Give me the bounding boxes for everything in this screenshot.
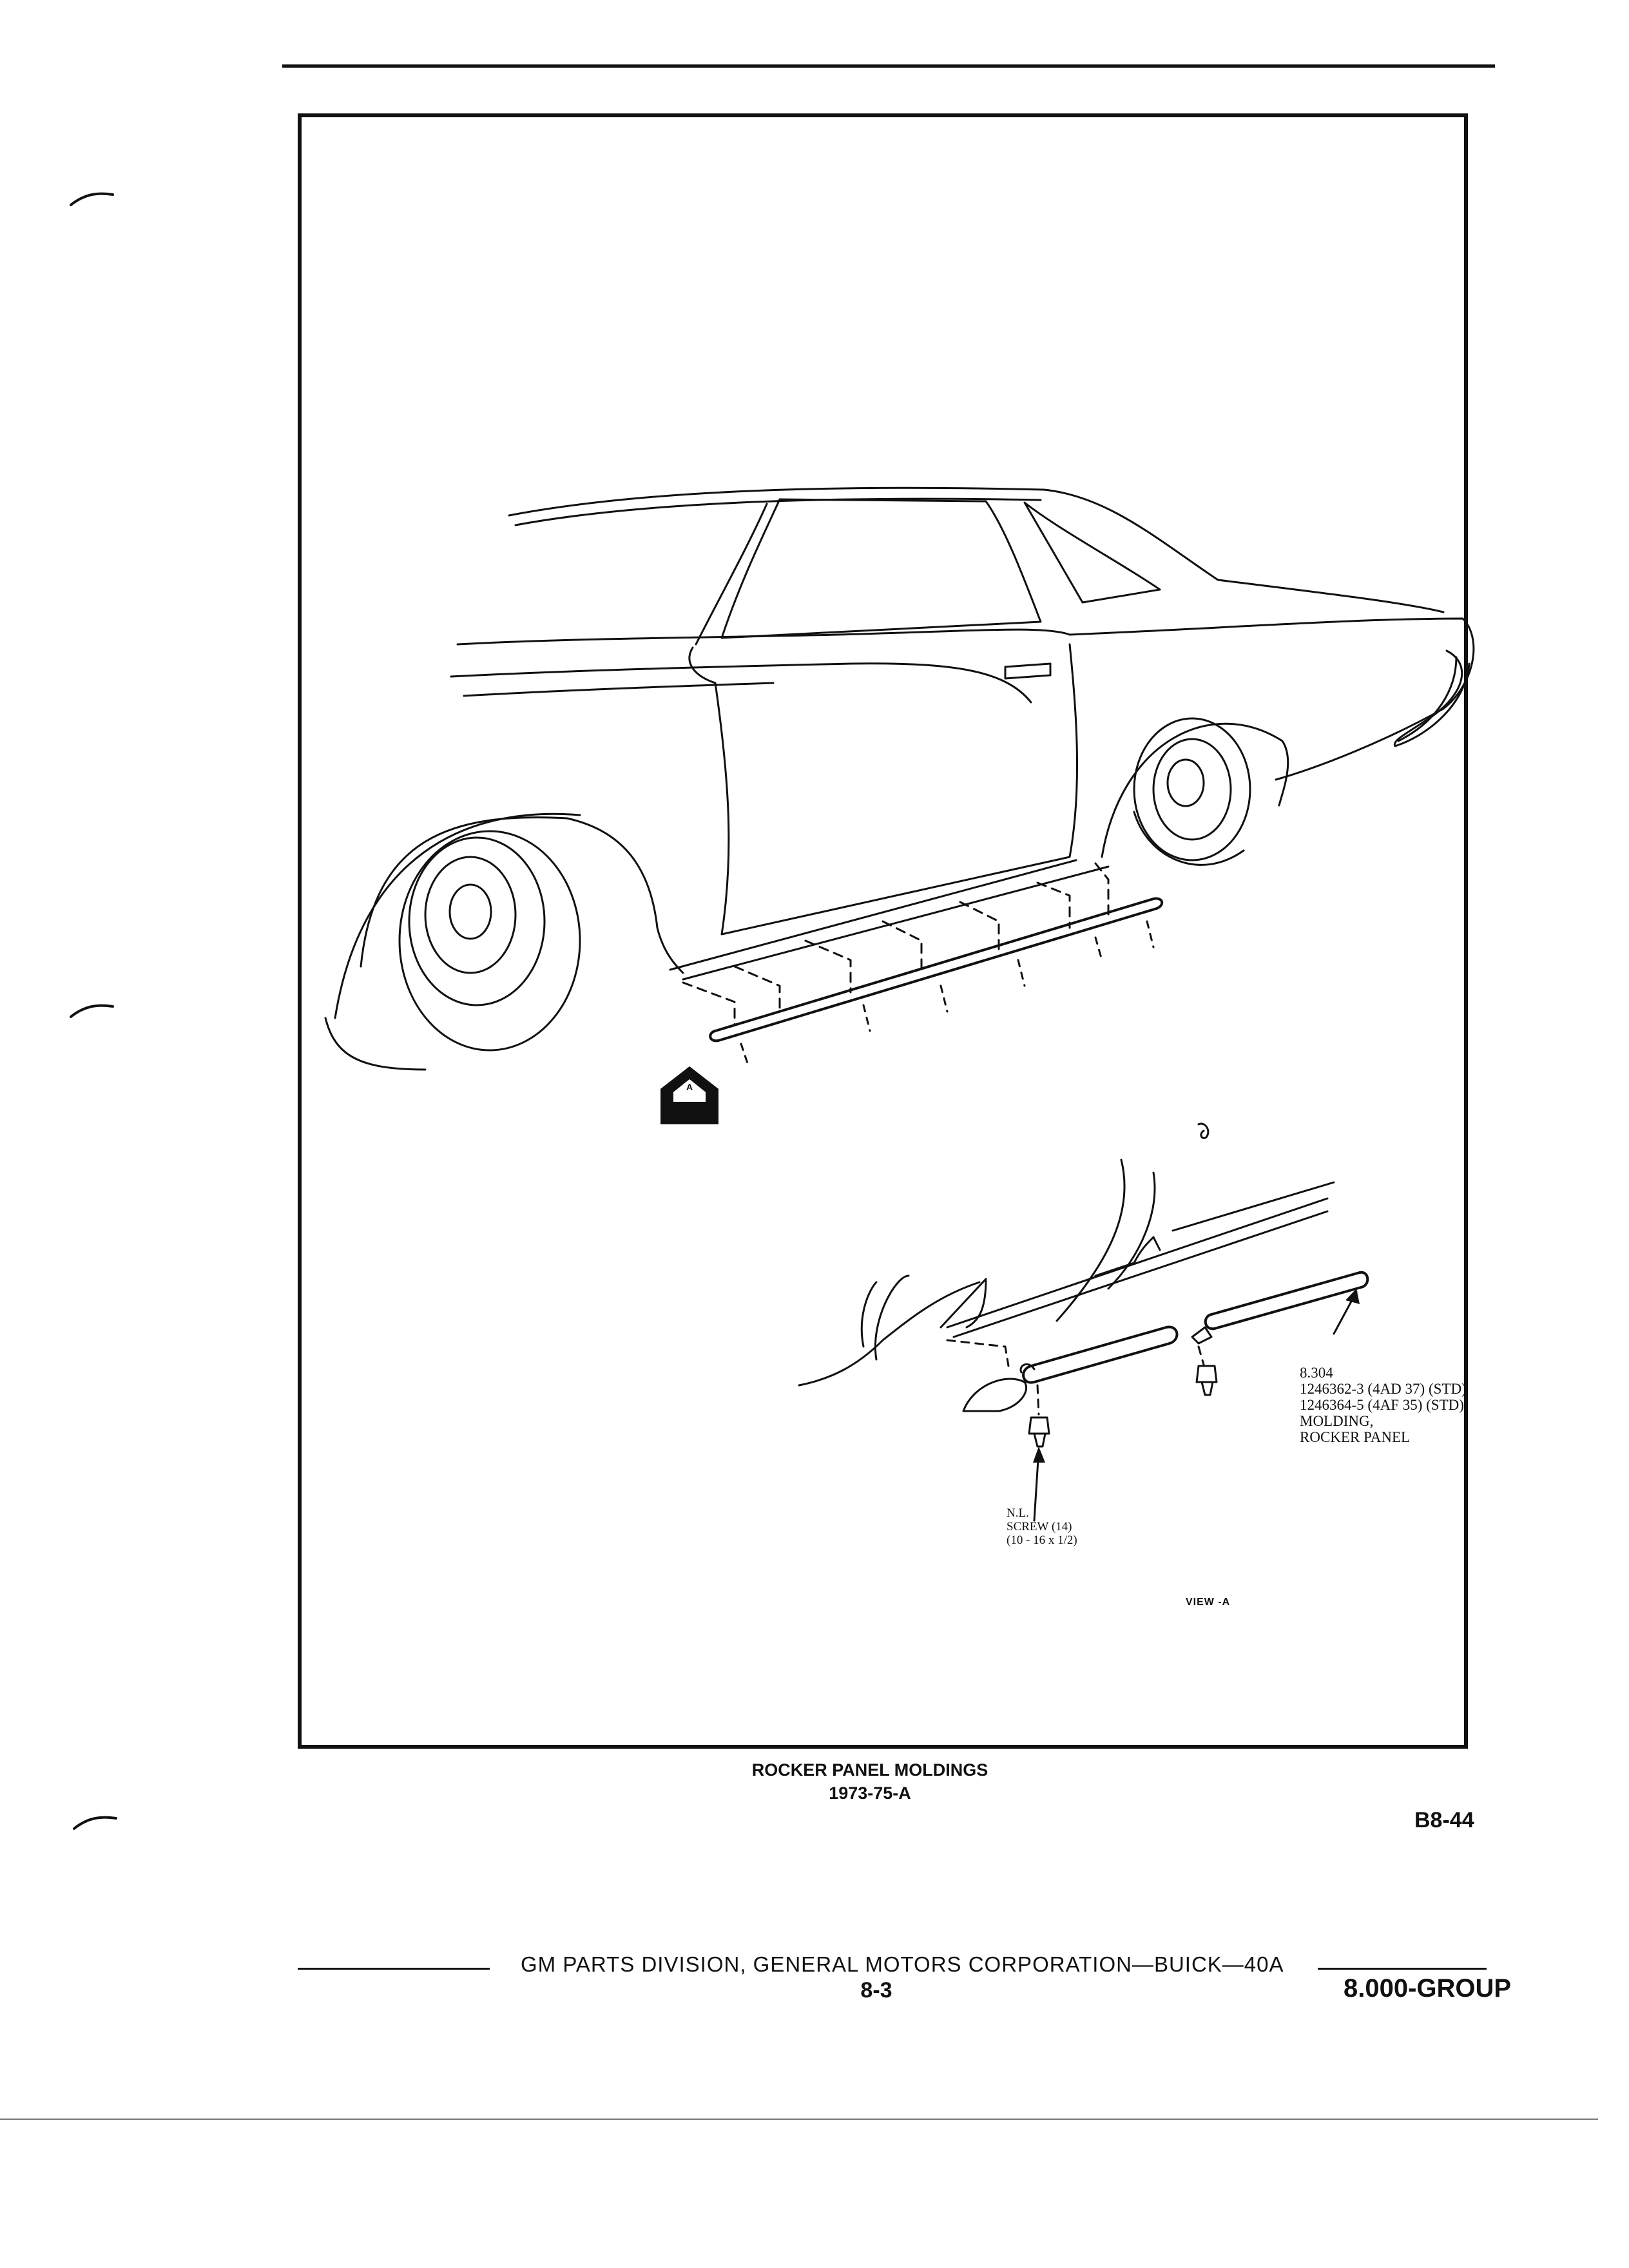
- roof-line: [508, 486, 1445, 613]
- callout-name-2: ROCKER PANEL: [1300, 1429, 1411, 1445]
- callout-ref: 8.304: [1300, 1365, 1333, 1381]
- door-window: [720, 498, 1042, 639]
- rocker-molding: [709, 897, 1164, 1043]
- screw-name: SCREW (14): [1007, 1520, 1072, 1533]
- rocker-molding-callout: 8.304 1246362-3 (4AD 37) (STD) 1246364-5…: [1300, 1365, 1467, 1445]
- figure-subtitle: 1973-75-A: [829, 1783, 911, 1803]
- plate-number: B8-44: [1414, 1808, 1474, 1832]
- door-outline: [688, 643, 1079, 936]
- molding-long-piece: [1204, 1271, 1369, 1331]
- view-label: VIEW -A: [1186, 1597, 1231, 1608]
- rear-wheel-well: [1101, 722, 1289, 858]
- view-a-marker: [660, 1066, 718, 1124]
- end-cap: [962, 1378, 1027, 1412]
- footer-page-number: 8-3: [860, 1978, 892, 2003]
- front-wheel: [398, 830, 581, 1052]
- figure-title: ROCKER PANEL MOLDINGS: [751, 1760, 988, 1780]
- footer-rule-left: [298, 1968, 490, 1970]
- top-rule: [282, 64, 1495, 68]
- view-a-marker-letter: A: [686, 1082, 693, 1092]
- screw-left: [1028, 1416, 1050, 1448]
- footer-rule-right: [1318, 1968, 1487, 1970]
- screw-status: N.L.: [1007, 1506, 1029, 1520]
- footer-publisher: GM PARTS DIVISION, GENERAL MOTORS CORPOR…: [521, 1952, 1284, 1976]
- molding-short-piece: [1022, 1325, 1179, 1384]
- front-wheel-well: [360, 816, 684, 974]
- door-handle: [1004, 662, 1052, 680]
- rear-wheel: [1133, 717, 1251, 861]
- callout-part-2: 1246364-5 (4AF 35) (STD): [1300, 1397, 1464, 1413]
- illustration-frame: [298, 113, 1468, 1749]
- screw-right: [1195, 1365, 1218, 1396]
- callout-part-1: 1246362-3 (4AD 37) (STD): [1300, 1381, 1467, 1397]
- binder-marks: [70, 192, 117, 1830]
- bottom-scan-line: [0, 2119, 1598, 2120]
- callout-name-1: MOLDING,: [1300, 1413, 1374, 1429]
- screw-size: (10 - 16 x 1/2): [1007, 1533, 1077, 1547]
- footer-group: 8.000-GROUP: [1344, 1974, 1512, 2003]
- screw-callout: N.L. SCREW (14) (10 - 16 x 1/2): [1007, 1506, 1077, 1547]
